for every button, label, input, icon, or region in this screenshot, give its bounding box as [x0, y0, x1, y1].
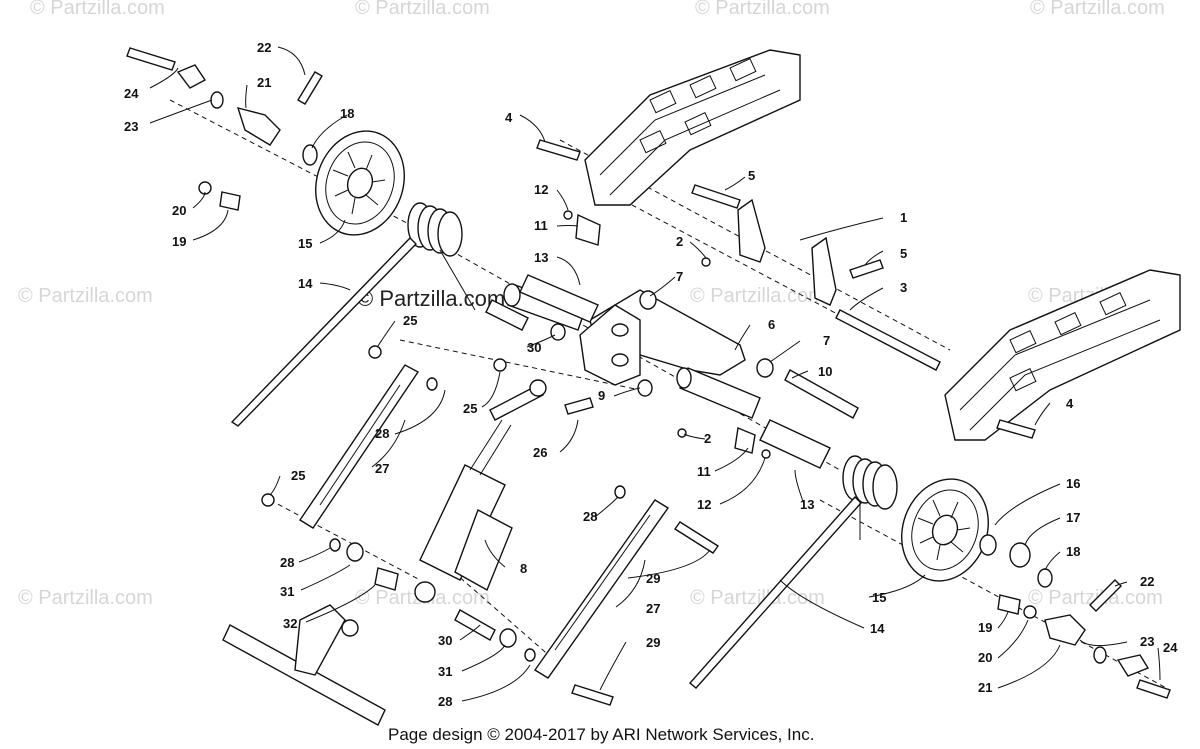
callout-24: 24 — [124, 86, 139, 101]
callout-26: 26 — [533, 445, 547, 460]
callout-18: 18 — [340, 106, 354, 121]
link-arms — [299, 364, 670, 679]
front-arm-assembly — [503, 283, 761, 419]
callout-28: 28 — [583, 509, 597, 524]
callout-20: 20 — [978, 650, 992, 665]
callout-25: 25 — [463, 401, 477, 416]
callout-21: 21 — [257, 75, 271, 90]
slide-rail-upper — [584, 49, 801, 206]
copyright-footer: Page design © 2004-2017 by ARI Network S… — [388, 725, 814, 744]
bolts — [126, 47, 1171, 706]
callout-2: 2 — [704, 431, 711, 446]
callout-13: 13 — [800, 497, 814, 512]
torsion-spring-left — [230, 202, 476, 427]
callout-10: 10 — [818, 364, 832, 379]
callout-11: 11 — [534, 218, 548, 233]
callout-18: 18 — [1066, 544, 1080, 559]
callout-3: 3 — [900, 280, 907, 295]
watermark: © Partzilla.com — [18, 587, 153, 609]
callout-13: 13 — [534, 250, 548, 265]
callout-15: 15 — [872, 590, 886, 605]
callout-29: 29 — [646, 635, 660, 650]
callout-28: 28 — [375, 426, 389, 441]
callout-5: 5 — [748, 168, 755, 183]
watermark: © Partzilla.com — [690, 285, 825, 307]
callout-27: 27 — [375, 461, 389, 476]
callout-22: 22 — [257, 40, 271, 55]
callout-31: 31 — [438, 664, 452, 679]
callout-6: 6 — [768, 317, 775, 332]
callout-7: 7 — [676, 269, 683, 284]
callout-30: 30 — [527, 340, 541, 355]
callout-31: 31 — [280, 584, 294, 599]
callout-19: 19 — [978, 620, 992, 635]
callout-16: 16 — [1066, 476, 1080, 491]
callout-28: 28 — [438, 694, 452, 709]
callout-17: 17 — [1066, 510, 1080, 525]
watermark: © Partzilla.com — [690, 587, 825, 609]
pivot-brackets — [737, 198, 837, 306]
callout-28: 28 — [280, 555, 294, 570]
callout-21: 21 — [978, 680, 992, 695]
slide-rail-lower — [944, 269, 1181, 441]
watermark: © Partzilla.com — [355, 0, 490, 19]
callout-7: 7 — [823, 333, 830, 348]
callout-14: 14 — [870, 621, 885, 636]
callout-23: 23 — [1140, 634, 1154, 649]
watermark: © Partzilla.com — [30, 0, 165, 19]
idler-wheel-right — [901, 478, 989, 582]
callout-27: 27 — [646, 601, 660, 616]
callout-11: 11 — [697, 464, 711, 479]
callout-19: 19 — [172, 234, 186, 249]
watermark: © Partzilla.com — [695, 0, 830, 19]
callout-23: 23 — [124, 119, 138, 134]
callout-29: 29 — [646, 571, 660, 586]
watermark: © Partzilla.com — [18, 285, 153, 307]
callout-14: 14 — [298, 276, 313, 291]
callout-4: 4 — [505, 110, 513, 125]
callout-8: 8 — [520, 561, 527, 576]
callout-5: 5 — [900, 246, 907, 261]
center-watermark: © Partzilla.com — [357, 286, 505, 311]
shafts — [454, 274, 941, 641]
watermark: © Partzilla.com — [1030, 0, 1165, 19]
idler-wheel-left — [315, 130, 405, 236]
shock-absorber — [414, 379, 547, 603]
callout-24: 24 — [1163, 640, 1178, 655]
callout-9: 9 — [598, 388, 605, 403]
small-parts — [176, 64, 1150, 677]
callout-15: 15 — [298, 236, 312, 251]
callout-30: 30 — [438, 633, 452, 648]
rear-axle-assembly — [222, 604, 386, 726]
callout-12: 12 — [697, 497, 711, 512]
watermark: © Partzilla.com — [1028, 587, 1163, 609]
callout-leaders — [149, 46, 1161, 702]
callout-12: 12 — [534, 182, 548, 197]
torsion-spring-right — [688, 455, 898, 689]
callout-25: 25 — [291, 468, 305, 483]
callout-20: 20 — [172, 203, 186, 218]
callout-22: 22 — [1140, 574, 1154, 589]
callout-2: 2 — [676, 234, 683, 249]
callout-1: 1 — [900, 210, 907, 225]
callout-32: 32 — [283, 616, 297, 631]
callout-25: 25 — [403, 313, 417, 328]
callout-labels: 22 21 24 23 18 20 19 15 14 4 5 1 5 3 2 7… — [124, 40, 1178, 709]
callout-4: 4 — [1066, 396, 1074, 411]
